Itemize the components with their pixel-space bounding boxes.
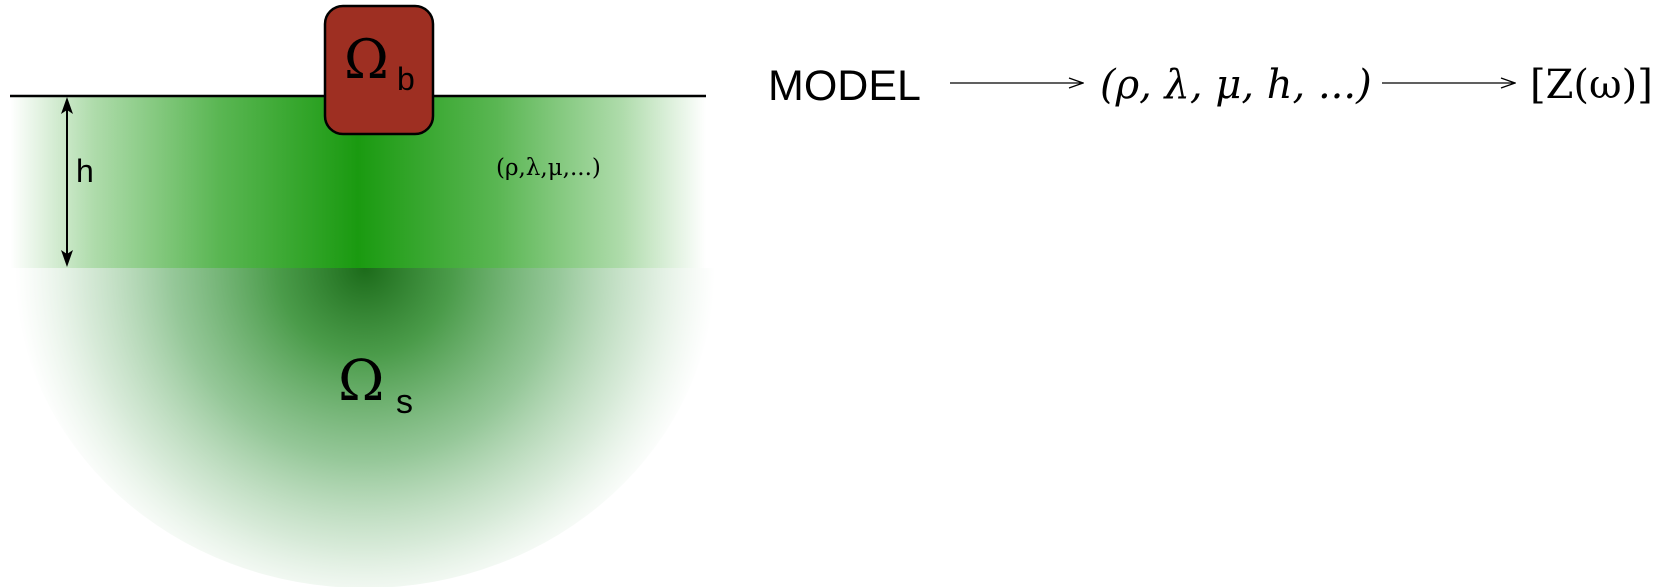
building-subscript: b xyxy=(397,61,415,97)
depth-label: h xyxy=(76,153,94,189)
building-symbol: Ω xyxy=(344,28,389,91)
soil-label: Ω s xyxy=(338,349,413,421)
impedance-output: [Z(ω)] xyxy=(1530,62,1653,108)
building-block xyxy=(323,4,435,136)
layer-parameters-label: (ρ,λ,μ,...) xyxy=(496,155,601,181)
model-label: MODEL xyxy=(768,62,921,110)
depth-arrow xyxy=(61,97,73,267)
soil-symbol: Ω xyxy=(338,349,384,414)
building-label: Ω b xyxy=(344,28,415,97)
soil-subscript: s xyxy=(396,383,413,421)
soil-half-space xyxy=(15,268,715,587)
model-parameters: (ρ, λ, μ, h, ...) xyxy=(1100,62,1372,108)
